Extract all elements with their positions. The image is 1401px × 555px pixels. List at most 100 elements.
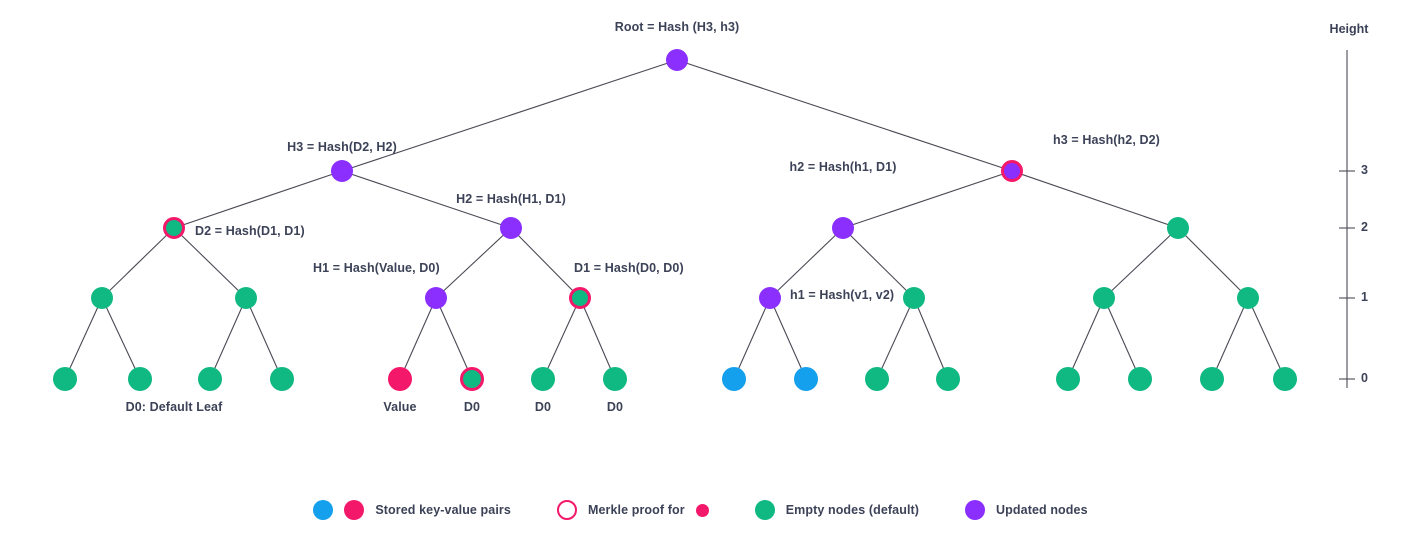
- tree-edge: [769, 227, 844, 299]
- tree-edge: [173, 170, 343, 229]
- tree-node-h2: [832, 217, 854, 239]
- tree-edge: [510, 227, 581, 299]
- tree-edge: [1011, 170, 1179, 229]
- tree-node-lf13: [1056, 367, 1080, 391]
- node-label: Value: [383, 400, 417, 414]
- legend-swatches: [965, 500, 986, 520]
- legend-label: Empty nodes (default): [785, 503, 920, 517]
- tree-edge: [341, 59, 678, 172]
- node-label: Root = Hash (H3, h3): [614, 20, 740, 34]
- tree-edge: [1067, 297, 1105, 380]
- tree-edge: [579, 297, 616, 380]
- node-label: D0: Default Leaf: [125, 400, 223, 414]
- legend-label: Stored key-value pairs: [375, 503, 511, 517]
- legend-ring-icon: [556, 500, 577, 520]
- legend: Stored key-value pairs Merkle proof for Em…: [0, 500, 1401, 520]
- node-label: h1 = Hash(v1, v2): [790, 288, 895, 302]
- tree-node-lf11: [865, 367, 889, 391]
- tree-edge: [209, 297, 247, 380]
- tree-node-h3: [1001, 160, 1023, 182]
- tree-edge: [101, 227, 175, 299]
- tree-edge: [676, 59, 1013, 172]
- tree-edge: [1103, 227, 1179, 299]
- legend-swatches: [313, 500, 365, 520]
- tree-node-D2: [163, 217, 185, 239]
- axis-title: Height: [1329, 22, 1369, 36]
- legend-dot-icon: [344, 500, 365, 520]
- axis-tick-label: 2: [1361, 220, 1368, 234]
- tree-node-lf2: [128, 367, 152, 391]
- tree-edge: [842, 170, 1013, 229]
- tree-edge: [101, 297, 141, 380]
- node-label: D0: [606, 400, 624, 414]
- legend-item: Merkle proof for: [556, 500, 709, 520]
- axis-tick-label: 1: [1361, 290, 1368, 304]
- tree-node-H2: [500, 217, 522, 239]
- node-label: D1 = Hash(D0, D0): [574, 261, 684, 275]
- tree-node-lf6: [460, 367, 484, 391]
- legend-item: Updated nodes: [965, 500, 1088, 520]
- tree-node-lf7: [531, 367, 555, 391]
- tree-node-lf15: [1200, 367, 1224, 391]
- tree-edge: [733, 297, 771, 380]
- axis-tick-label: 3: [1361, 163, 1368, 177]
- node-label: D0: [534, 400, 552, 414]
- tree-edge: [1103, 297, 1141, 380]
- tree-edge: [542, 297, 581, 380]
- node-label: D0: [463, 400, 481, 414]
- tree-node-root: [666, 49, 688, 71]
- legend-swatches: [754, 500, 775, 520]
- tree-node-lf14: [1128, 367, 1152, 391]
- tree-node-lf1: [53, 367, 77, 391]
- legend-item: Empty nodes (default): [754, 500, 920, 520]
- tree-node-R1d: [1237, 287, 1259, 309]
- tree-edge: [435, 227, 512, 299]
- tree-node-R1b: [903, 287, 925, 309]
- tree-node-lf10: [794, 367, 818, 391]
- tree-edge: [245, 297, 283, 380]
- tree-node-D1: [569, 287, 591, 309]
- tree-edge: [1247, 297, 1286, 380]
- tree-edge: [64, 297, 103, 380]
- legend-dot-icon: [754, 500, 775, 520]
- tree-node-lf5: [388, 367, 412, 391]
- node-label: H2 = Hash(H1, D1): [456, 192, 566, 206]
- node-label: h3 = Hash(h2, D2): [1053, 133, 1160, 147]
- tree-node-lf12: [936, 367, 960, 391]
- tree-edge: [1211, 297, 1249, 380]
- tree-node-lf3: [198, 367, 222, 391]
- node-label: H1 = Hash(Value, D0): [313, 261, 440, 275]
- legend-item: Stored key-value pairs: [313, 500, 511, 520]
- legend-dot-icon: [695, 503, 709, 517]
- tree-node-R2: [1167, 217, 1189, 239]
- tree-edge: [435, 297, 473, 380]
- legend-label: Merkle proof for: [587, 503, 685, 517]
- tree-node-lf8: [603, 367, 627, 391]
- tree-node-lf16: [1273, 367, 1297, 391]
- node-label: h2 = Hash(h1, D1): [789, 160, 897, 174]
- tree-edge: [769, 297, 807, 380]
- tree-node-lf4: [270, 367, 294, 391]
- tree-edge: [842, 227, 915, 299]
- tree-edge: [399, 297, 437, 380]
- axis-tick-label: 0: [1361, 371, 1368, 385]
- tree-node-lf9: [722, 367, 746, 391]
- tree-edge: [1177, 227, 1249, 299]
- tree-node-L1b: [235, 287, 257, 309]
- legend-dot-icon: [313, 500, 334, 520]
- tree-node-L1a: [91, 287, 113, 309]
- tree-node-R1c: [1093, 287, 1115, 309]
- tree-edge: [913, 297, 949, 380]
- tree-edge: [341, 170, 512, 229]
- tree-node-h1: [759, 287, 781, 309]
- tree-edge: [876, 297, 915, 380]
- tree-node-H3: [331, 160, 353, 182]
- node-label: H3 = Hash(D2, H2): [287, 140, 397, 154]
- legend-dot-icon: [965, 500, 986, 520]
- node-label: D2 = Hash(D1, D1): [195, 224, 305, 238]
- tree-node-H1: [425, 287, 447, 309]
- legend-label: Updated nodes: [996, 503, 1088, 517]
